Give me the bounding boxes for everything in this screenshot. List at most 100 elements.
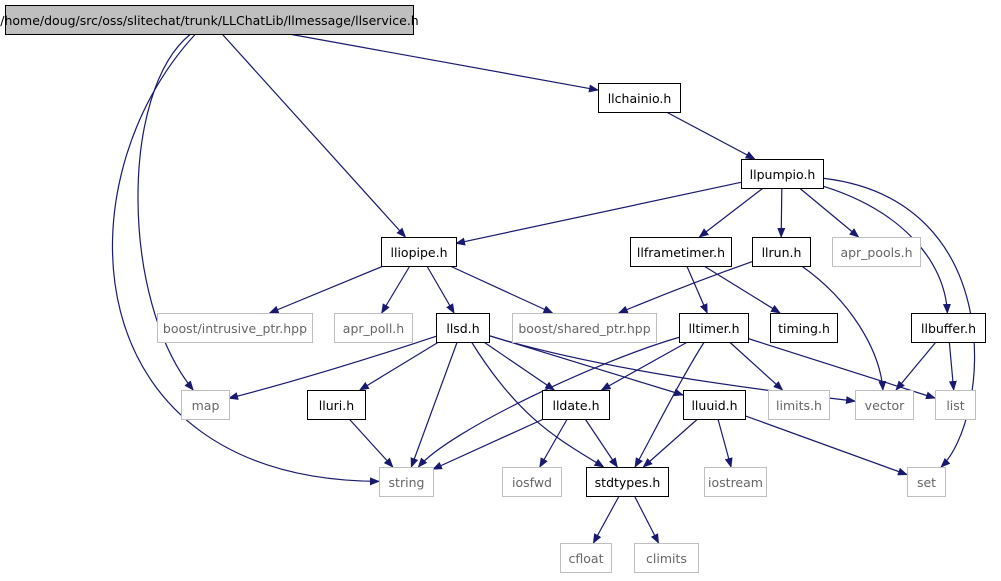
node-label: lluri.h (319, 398, 354, 413)
edge-lldate-h-to-string (432, 418, 544, 470)
edge-llrun-h-to-boost-shared-ptr (617, 261, 753, 314)
node-llrun-h[interactable]: llrun.h (752, 237, 811, 267)
node-box (598, 83, 681, 113)
node-box (157, 313, 313, 343)
edge-llservice-h-to-llchainio-h (288, 33, 599, 93)
node-label: string (389, 475, 425, 490)
edge-llpumpio-h-to-llframetimer-h (698, 187, 764, 238)
node-label: cfloat (569, 551, 604, 566)
node-lluuid-h[interactable]: lluuid.h (683, 390, 746, 420)
node-label: boost/shared_ptr.hpp (518, 321, 650, 336)
node-label: boost/intrusive_ptr.hpp (163, 321, 307, 336)
node-set: set (907, 467, 946, 497)
edge-lltimer-h-to-stdtypes-h (634, 341, 705, 468)
edge-llrun-h-to-vector (801, 265, 887, 391)
edge-lltimer-h-to-lldate-h (600, 341, 688, 391)
node-box (752, 237, 811, 267)
node-list: list (935, 390, 976, 420)
edge-llbuffer-h-to-list (948, 341, 957, 391)
node-iostream: iostream (704, 467, 767, 497)
node-label: timing.h (778, 321, 830, 336)
node-label: vector (865, 398, 906, 413)
edges-layer (111, 33, 976, 544)
node-box (542, 390, 610, 420)
edge-lluuid-h-to-set (744, 415, 908, 476)
node-box (5, 5, 414, 35)
node-climits: climits (634, 543, 699, 573)
node-label: set (917, 475, 936, 490)
node-box (683, 390, 746, 420)
edge-lluuid-h-to-stdtypes-h (642, 418, 699, 468)
node-apr-pools-h: apr_pools.h (832, 237, 921, 267)
node-box (911, 313, 986, 343)
node-llbuffer-h[interactable]: llbuffer.h (911, 313, 986, 343)
node-box (704, 467, 767, 497)
node-llchainio-h[interactable]: llchainio.h (598, 83, 681, 113)
node-boost-intrusive-ptr: boost/intrusive_ptr.hpp (157, 313, 313, 343)
node-llframetimer-h[interactable]: llframetimer.h (630, 237, 732, 267)
node-lluri-h[interactable]: lluri.h (307, 390, 366, 420)
edge-lltimer-h-to-string (417, 336, 680, 468)
node-box (855, 390, 914, 420)
edge-lliopipe-h-to-boost-shared-ptr (449, 265, 554, 314)
node-label: llpumpio.h (750, 167, 816, 182)
node-box (379, 467, 434, 497)
edge-llsd-h-to-lldate-h (483, 341, 556, 391)
node-label: llbuffer.h (921, 321, 976, 336)
node-label: apr_poll.h (343, 321, 404, 336)
node-label: iosfwd (512, 475, 552, 490)
edge-lliopipe-h-to-boost-intrusive-ptr (268, 265, 384, 314)
edge-stdtypes-h-to-cfloat (592, 495, 620, 544)
node-map: map (181, 390, 230, 420)
edge-llsd-h-to-map (228, 335, 437, 400)
node-box (560, 543, 612, 573)
edge-lluri-h-to-string (348, 418, 394, 468)
node-box (832, 237, 921, 267)
node-box (935, 390, 976, 420)
edge-lltimer-h-to-list (747, 337, 936, 400)
node-box (768, 390, 830, 420)
edge-lliopipe-h-to-apr-poll-h (381, 265, 411, 314)
node-box (502, 467, 562, 497)
node-llsd-h[interactable]: llsd.h (436, 313, 490, 343)
edge-llframetimer-h-to-lltimer-h (686, 265, 708, 314)
node-lliopipe-h[interactable]: lliopipe.h (381, 237, 457, 267)
edge-llservice-h-to-string (111, 33, 380, 486)
node-label: lldate.h (552, 398, 599, 413)
edge-llsd-h-to-string (410, 341, 458, 468)
node-llpumpio-h[interactable]: llpumpio.h (741, 159, 824, 189)
edge-llpumpio-h-to-llrun-h (777, 187, 786, 238)
node-llservice-h[interactable]: /home/doug/src/oss/slitechat/trunk/LLCha… (0, 5, 419, 35)
edge-llservice-h-to-lliopipe-h (221, 33, 407, 238)
node-box (770, 313, 838, 343)
edge-lldate-h-to-iosfwd (539, 418, 568, 468)
node-timing-h[interactable]: timing.h (770, 313, 838, 343)
node-label: stdtypes.h (595, 475, 661, 490)
node-box (586, 467, 669, 497)
edge-llsd-h-to-lluri-h (358, 341, 439, 391)
node-apr-poll-h: apr_poll.h (334, 313, 413, 343)
node-box (741, 159, 824, 189)
node-stdtypes-h[interactable]: stdtypes.h (586, 467, 669, 497)
node-box (381, 237, 457, 267)
node-box (512, 313, 657, 343)
edge-lltimer-h-to-limits-h (729, 341, 784, 391)
node-label: iostream (708, 475, 763, 490)
edge-llsd-h-to-stdtypes-h (471, 341, 605, 468)
edge-llchainio-h-to-llpumpio-h (666, 111, 756, 160)
node-label: list (946, 398, 964, 413)
edge-lldate-h-to-stdtypes-h (584, 418, 618, 468)
node-label: apr_pools.h (840, 245, 912, 260)
node-lltimer-h[interactable]: lltimer.h (679, 313, 749, 343)
node-lldate-h[interactable]: lldate.h (542, 390, 610, 420)
node-label: llchainio.h (608, 91, 672, 106)
node-boost-shared-ptr: boost/shared_ptr.hpp (512, 313, 657, 343)
edge-llservice-h-to-map (137, 33, 194, 391)
edge-lliopipe-h-to-llsd-h (426, 265, 455, 314)
node-label: lliopipe.h (391, 245, 448, 260)
node-box (334, 313, 413, 343)
node-box (679, 313, 749, 343)
node-limits-h: limits.h (768, 390, 830, 420)
node-label: llsd.h (446, 321, 479, 336)
